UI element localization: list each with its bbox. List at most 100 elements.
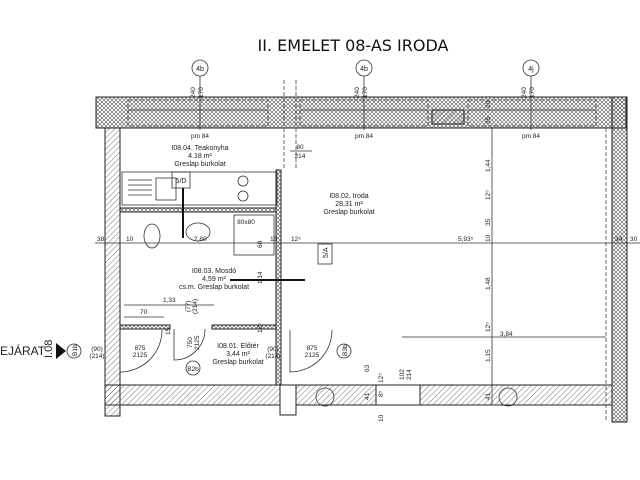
room-label-hall: I08.01. Előtér 3,44 m² Greslap burkolat	[212, 343, 263, 366]
svg-text:2125: 2125	[194, 335, 201, 350]
svg-text:80: 80	[296, 144, 304, 151]
toilet-icon	[143, 223, 161, 249]
svg-text:(77): (77)	[185, 300, 192, 312]
svg-text:875: 875	[135, 345, 146, 352]
svg-text:3,84: 3,84	[500, 331, 513, 338]
svg-text:BEJÁRAT: BEJÁRAT	[0, 343, 46, 358]
kitchen-opening-label: 80 214	[290, 144, 312, 160]
svg-text:I08.02. Iroda: I08.02. Iroda	[329, 193, 368, 200]
svg-text:Greslap burkolat: Greslap burkolat	[212, 359, 263, 366]
svg-text:12⁵: 12⁵	[378, 373, 385, 383]
svg-text:1,48: 1,48	[485, 277, 492, 290]
riser-tag-5a: 5/A	[323, 247, 330, 258]
shower-tray	[233, 214, 275, 256]
svg-text:4j: 4j	[528, 66, 534, 73]
riser-tag-5d: 5/D	[176, 178, 187, 185]
svg-text:(214): (214)	[265, 353, 280, 360]
svg-text:4,59 m²: 4,59 m²	[202, 276, 226, 283]
inner-door: 750 2125 (77) (214)	[173, 299, 206, 361]
svg-text:I08.03. Mosdó: I08.03. Mosdó	[192, 268, 236, 275]
svg-text:I08.01. Előtér: I08.01. Előtér	[217, 343, 259, 350]
svg-text:B3b: B3b	[342, 344, 349, 356]
svg-text:4b: 4b	[360, 66, 368, 73]
svg-text:I.08: I.08	[43, 340, 55, 358]
svg-text:60: 60	[257, 240, 264, 248]
svg-text:240: 240	[190, 87, 197, 98]
room-label-kitchen: I08.04. Teakonyha 4.18 m² Greslap burkol…	[171, 145, 228, 168]
svg-text:8⁵: 8⁵	[378, 390, 385, 397]
svg-text:750: 750	[187, 337, 194, 348]
svg-text:12⁵: 12⁵	[485, 190, 492, 200]
svg-text:(90): (90)	[91, 346, 103, 353]
door-tag-b2b: B2b	[185, 360, 201, 376]
svg-text:pm 84: pm 84	[522, 133, 540, 140]
svg-text:10: 10	[485, 234, 492, 242]
vertical-dimensions: 20 35 1,44 12⁵ 35 1,48 12⁵ 1,15 41	[485, 100, 492, 400]
svg-text:12⁵: 12⁵	[485, 322, 492, 332]
entrance-arrow-icon	[56, 343, 66, 359]
svg-text:2125: 2125	[305, 352, 320, 359]
svg-text:4b: 4b	[196, 66, 204, 73]
svg-text:I08.04. Teakonyha: I08.04. Teakonyha	[171, 145, 228, 152]
svg-text:1,15: 1,15	[485, 349, 492, 362]
room-label-washroom: I08.03. Mosdó 4,59 m² cs.m. Greslap burk…	[179, 268, 249, 291]
svg-text:pm 84: pm 84	[355, 133, 373, 140]
svg-text:12⁵: 12⁵	[257, 323, 264, 333]
svg-text:41: 41	[485, 392, 492, 400]
svg-text:1,33: 1,33	[163, 297, 176, 304]
right-wall	[611, 96, 628, 423]
svg-text:170: 170	[198, 87, 205, 98]
svg-text:20: 20	[485, 100, 492, 108]
svg-text:10: 10	[270, 236, 278, 243]
svg-text:Greslap burkolat: Greslap burkolat	[174, 161, 225, 168]
svg-text:240: 240	[521, 87, 528, 98]
svg-text:4.18 m²: 4.18 m²	[188, 153, 212, 160]
svg-text:102: 102	[399, 369, 406, 380]
svg-text:80x80: 80x80	[237, 219, 255, 226]
svg-text:(90): (90)	[267, 346, 279, 353]
bottom-opening-label: 102 214	[399, 369, 413, 380]
bottom-wall	[104, 384, 613, 406]
plan-title: II. EMELET 08-AS IRODA	[258, 36, 449, 55]
svg-text:38: 38	[97, 236, 105, 243]
svg-text:2,80: 2,80	[194, 236, 207, 243]
svg-text:cs.m. Greslap burkolat: cs.m. Greslap burkolat	[179, 284, 249, 291]
svg-text:28,31 m²: 28,31 m²	[335, 201, 363, 208]
horizontal-dimensions: 38 10 2,80 10 12⁵ 5,93⁵ 10 34 30	[97, 234, 638, 243]
svg-text:B1b: B1b	[72, 344, 79, 356]
entrance-marker: BEJÁRAT I.08	[0, 340, 66, 359]
svg-text:35: 35	[485, 116, 492, 124]
svg-text:214: 214	[406, 369, 413, 380]
svg-text:875: 875	[307, 345, 318, 352]
washbasin-icon	[185, 222, 211, 242]
svg-text:1,44: 1,44	[485, 159, 492, 172]
svg-text:10: 10	[126, 236, 134, 243]
other-dimensions: 1,33 70 3,84 60 1,14 12⁵ 15 63 41 12⁵ 8⁵…	[140, 240, 513, 422]
svg-text:5,93⁵: 5,93⁵	[458, 236, 474, 243]
svg-text:214: 214	[295, 153, 306, 160]
svg-text:3,44 m²: 3,44 m²	[226, 351, 250, 358]
svg-text:2125: 2125	[133, 352, 148, 359]
svg-text:pm 84: pm 84	[191, 133, 209, 140]
svg-text:(214): (214)	[192, 299, 199, 314]
partition-wall	[275, 169, 282, 386]
svg-text:1,14: 1,14	[257, 271, 264, 284]
left-wall	[104, 127, 121, 417]
svg-text:15: 15	[165, 327, 172, 335]
room-label-office: I08.02. Iroda 28,31 m² Greslap burkolat	[323, 193, 374, 216]
svg-text:34: 34	[615, 236, 623, 243]
svg-text:70: 70	[140, 309, 148, 316]
door-tag-b3b: B3b	[336, 343, 352, 359]
svg-text:170: 170	[362, 87, 369, 98]
svg-text:B2b: B2b	[187, 366, 199, 373]
kitchen-counter	[121, 171, 278, 206]
svg-text:12⁵: 12⁵	[291, 236, 301, 243]
svg-text:(214): (214)	[89, 353, 104, 360]
svg-text:41: 41	[364, 392, 371, 400]
svg-text:30: 30	[630, 236, 638, 243]
svg-text:10: 10	[378, 414, 385, 422]
svg-text:240: 240	[354, 87, 361, 98]
svg-text:170: 170	[529, 87, 536, 98]
svg-text:35: 35	[485, 218, 492, 226]
